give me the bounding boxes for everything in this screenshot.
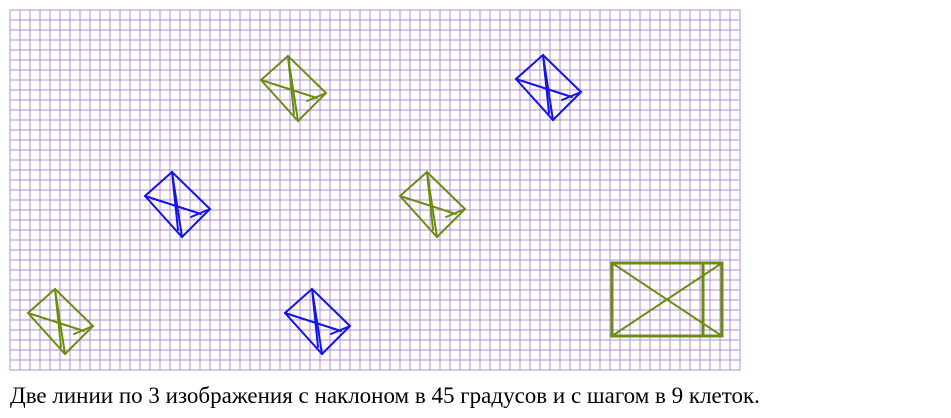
rotated-rectangle-figure	[143, 170, 212, 239]
figure-diagonal	[287, 55, 299, 122]
figure-diagonal	[311, 288, 323, 355]
figure-diagonal	[144, 195, 202, 215]
rotated-rectangle-figure	[398, 170, 467, 239]
rotated-rectangle-figure	[514, 53, 583, 122]
figure-diagonal	[260, 79, 318, 99]
rotated-rectangle-figure	[259, 54, 328, 123]
figure-diagonal	[611, 262, 723, 337]
figure-inner-line	[561, 91, 582, 101]
figure-inner-line	[445, 208, 466, 218]
figure-diagonal	[515, 78, 573, 98]
figure-diagonal	[54, 288, 66, 355]
figure-outline	[610, 261, 724, 338]
rotated-rectangle-figure	[283, 287, 352, 356]
grid-diagram	[9, 9, 741, 371]
figure-diagonal	[27, 312, 85, 332]
figure-inner-line	[306, 92, 327, 102]
reference-rectangle-figure	[610, 261, 724, 338]
figure-inner-line	[73, 325, 94, 335]
figure-diagonal	[426, 171, 438, 238]
grid-lines	[9, 9, 741, 371]
figure-layer	[26, 53, 724, 356]
figure-inner-line	[190, 208, 211, 218]
figure-diagonal	[542, 54, 554, 121]
figure-diagonal	[399, 195, 457, 215]
figure-diagonal	[171, 171, 183, 238]
rotated-rectangle-figure	[26, 287, 95, 356]
figure-inner-line	[330, 325, 351, 335]
caption-text: Две линии по 3 изображения с наклоном в …	[10, 383, 760, 408]
figure-diagonal	[284, 312, 342, 332]
